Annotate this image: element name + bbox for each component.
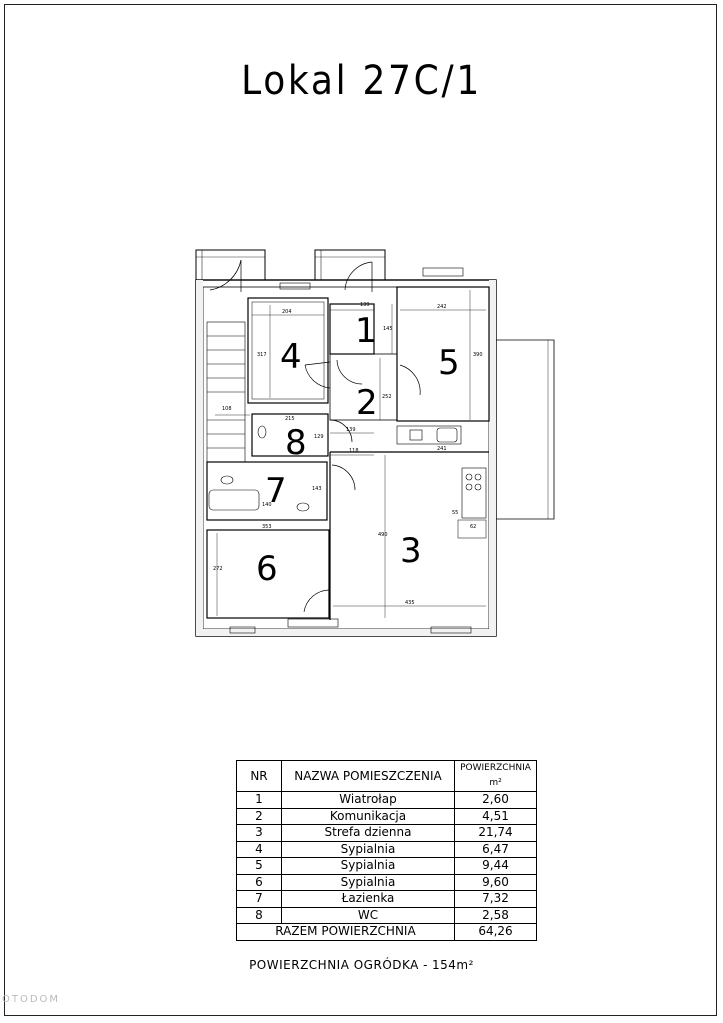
interior-walls [206,286,490,620]
table-row: 4 Sypialnia 6,47 [236,840,537,858]
cell-nr: 4 [236,840,282,858]
room-label-3: 3 [400,531,422,571]
exterior-walls [195,249,497,637]
room-label-4: 4 [280,337,302,377]
cell-area: 2,58 [454,906,537,924]
fixtures [208,425,482,512]
room-label-5: 5 [438,343,460,383]
cell-area: 4,51 [454,807,537,825]
dim-label: 215 [285,416,295,422]
table-header-row: NR NAZWA POMIESZCZENIA POWIERZCHNIA m² [236,760,537,792]
dim-label: 139 [360,302,370,308]
page-title: Lokal 27C/1 [241,58,482,104]
table-row: 5 Sypialnia 9,44 [236,857,537,875]
dimension-lines [211,290,486,618]
dim-label: 145 [383,326,393,332]
room-label-1: 1 [355,311,377,351]
dim-label: 55 [452,510,458,516]
table-row: 6 Sypialnia 9,60 [236,873,537,891]
header-area: POWIERZCHNIA m² [454,760,537,792]
cell-area: 2,60 [454,791,537,809]
dim-label: 118 [349,448,359,454]
cell-name: Sypialnia [281,857,455,875]
dim-label: 390 [473,352,483,358]
rooms-table: NR NAZWA POMIESZCZENIA POWIERZCHNIA m² 1… [236,760,537,941]
floor-plan: 204 139 242 317 145 390 252 108 215 139 … [195,249,555,637]
cell-nr: 7 [236,890,282,908]
cell-name: Strefa dzienna [281,824,455,842]
room-numbers: 1 2 3 4 5 6 7 8 [256,311,460,589]
cell-area: 21,74 [454,824,537,842]
dim-label: 317 [257,352,267,358]
dim-label: 252 [382,394,392,400]
cell-nr: 1 [236,791,282,809]
dim-label: 435 [405,600,415,606]
cell-area: 9,44 [454,857,537,875]
cell-area: 6,47 [454,840,537,858]
total-label: RAZEM POWIERZCHNIA [236,923,455,941]
dim-label: 108 [222,406,232,412]
dim-label: 143 [312,486,322,492]
cell-name: WC [281,906,455,924]
table-row: 1 Wiatrołap 2,60 [236,791,537,809]
table-total-row: RAZEM POWIERZCHNIA 64,26 [236,923,537,941]
door-swings [209,259,421,613]
dim-label: 241 [437,446,447,452]
cell-area: 9,60 [454,873,537,891]
garden-area-value: 154m² [432,958,474,972]
dim-label: 140 [262,502,272,508]
cell-name: Sypialnia [281,840,455,858]
dim-label: 204 [282,309,292,315]
dim-label: 139 [346,427,356,433]
room-label-8: 8 [285,423,307,463]
cell-area: 7,32 [454,890,537,908]
total-value: 64,26 [454,923,537,941]
dimension-labels: 204 139 242 317 145 390 252 108 215 139 … [213,302,483,606]
dim-label: 242 [437,304,447,310]
cell-name: Komunikacja [281,807,455,825]
dim-label: 272 [213,566,223,572]
dim-label: 490 [378,532,388,538]
table-row: 3 Strefa dzienna 21,74 [236,824,537,842]
table-row: 7 Łazienka 7,32 [236,890,537,908]
header-name: NAZWA POMIESZCZENIA [281,760,455,792]
cell-nr: 5 [236,857,282,875]
table-row: 8 WC 2,58 [236,906,537,924]
dim-label: 353 [262,524,272,530]
cell-nr: 8 [236,906,282,924]
cell-nr: 2 [236,807,282,825]
watermark: OTODOM [2,994,61,1005]
page-frame [4,4,717,1016]
garden-area-label: POWIERZCHNIA OGRÓDKA - [249,958,429,972]
dim-label: 62 [470,524,476,530]
table-row: 2 Komunikacja 4,51 [236,807,537,825]
cell-name: Łazienka [281,890,455,908]
cell-name: Sypialnia [281,873,455,891]
room-label-7: 7 [265,471,287,511]
garden-area: POWIERZCHNIA OGRÓDKA -154m² [0,958,723,972]
cell-nr: 3 [236,824,282,842]
room-label-2: 2 [356,383,378,423]
terrace [496,339,555,520]
header-nr: NR [236,760,282,792]
cell-name: Wiatrołap [281,791,455,809]
room-label-6: 6 [256,549,278,589]
dim-label: 129 [314,434,324,440]
cell-nr: 6 [236,873,282,891]
